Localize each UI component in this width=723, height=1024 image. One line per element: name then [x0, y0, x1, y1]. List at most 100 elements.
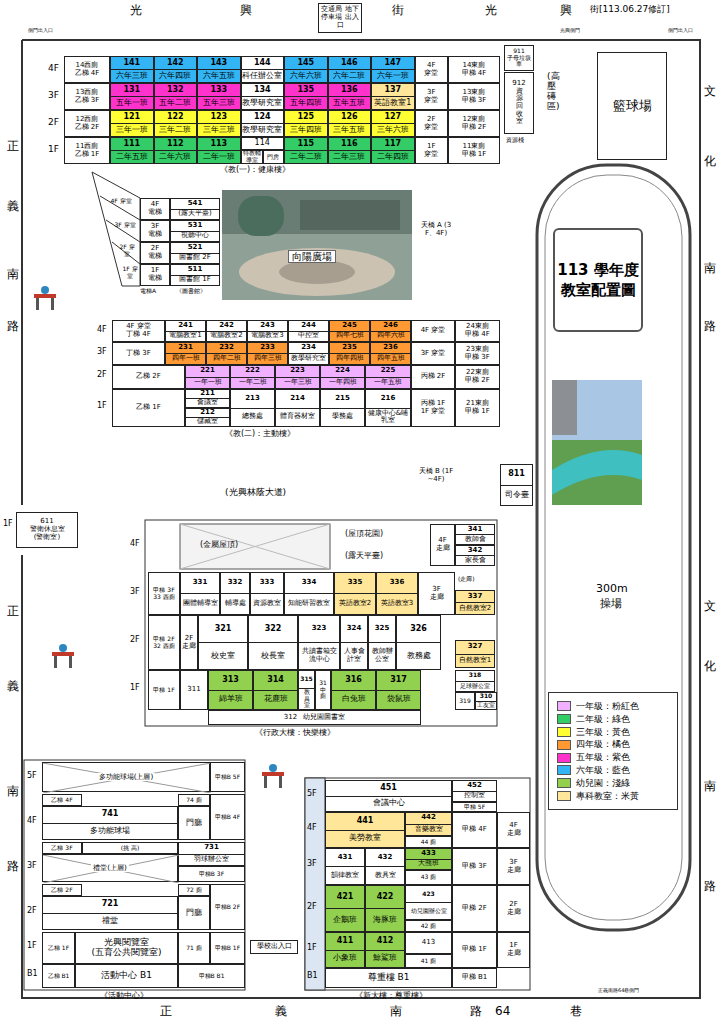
- room-label: 穿堂: [424, 97, 438, 105]
- area-box: 11西廁乙梯 1F: [64, 137, 110, 164]
- map-label: 義: [7, 680, 19, 693]
- map-label: 正: [7, 140, 19, 153]
- room-box: 721禮堂: [42, 896, 178, 930]
- room-number: 133: [198, 84, 240, 97]
- area-box: 2F走廊: [180, 615, 198, 670]
- map-label: 3F: [307, 860, 317, 869]
- map-label: 2F 穿堂: [117, 244, 137, 257]
- room-box: 241電腦教室1: [165, 320, 206, 342]
- area-box: 43 廁: [405, 870, 452, 885]
- room-number: 231: [166, 343, 205, 354]
- area-box: 3F電梯: [140, 220, 170, 242]
- map-label: 光: [485, 4, 497, 17]
- room-number: 242: [207, 321, 246, 332]
- room-number: 4F: [509, 822, 517, 830]
- room-number: 24東廁: [466, 323, 489, 331]
- room-number: 741: [43, 807, 177, 824]
- legend-swatch: [557, 740, 571, 750]
- room-box: 144科任辦公室: [241, 56, 285, 83]
- room-box: 132五年二班: [154, 83, 198, 110]
- room-label: 4F 穿堂: [421, 327, 446, 335]
- legend-swatch: [557, 765, 571, 775]
- room-box: 127三年六班: [371, 110, 415, 137]
- area-box: 甲梯B B1: [178, 964, 245, 988]
- room-label: 電腦教室2: [207, 332, 246, 342]
- room-label: 教師會: [456, 535, 494, 544]
- room-number: 331: [181, 573, 219, 594]
- room-box: 242電腦教室2: [206, 320, 247, 342]
- room-label: 33 西廁: [153, 594, 175, 601]
- room-box: 122三年二班: [154, 110, 198, 137]
- room-label: 子母垃圾車: [505, 55, 533, 68]
- room-label: 六年四班: [155, 70, 197, 82]
- map-label: 向陽廣場: [288, 250, 336, 263]
- room-number: 13西廁: [76, 89, 99, 97]
- room-number: 12東廁: [463, 116, 486, 124]
- area-box: 3F走廊: [418, 572, 455, 615]
- area-box: 24東廁甲梯 4F: [455, 320, 500, 342]
- area-box: 2F走廊: [497, 885, 530, 932]
- map-label: B1: [27, 970, 38, 979]
- room-label: 教具室: [366, 867, 404, 884]
- room-label: 乙梯 3F: [51, 845, 72, 852]
- room-number: 11西廁: [76, 143, 99, 151]
- map-label: 2F: [130, 636, 140, 645]
- room-box: 213總務處: [230, 389, 275, 427]
- map-label: 側門出入口: [28, 28, 53, 34]
- room-box: 123三年三班: [197, 110, 241, 137]
- area-box: 甲梯B 3F: [178, 866, 245, 882]
- area-box: (挑 高): [82, 842, 178, 854]
- room-number: 451: [326, 781, 451, 797]
- map-label: 側門出入口: [668, 28, 693, 34]
- room-number: 甲梯 3F: [153, 587, 174, 594]
- room-box: 115二年二班: [284, 137, 328, 164]
- room-number: 116: [329, 138, 371, 151]
- room-label: 自然教室1: [456, 655, 494, 668]
- map-label: 興: [560, 4, 572, 17]
- map-label: 天橋 A (3F、4F): [416, 222, 456, 237]
- room-number: 21東廁: [466, 400, 489, 408]
- room-number: 332: [221, 573, 249, 594]
- room-box: 314花鹿班: [253, 670, 298, 710]
- room-number: 125: [285, 111, 327, 124]
- room-box: 215學務處: [320, 389, 365, 427]
- room-label: 一年五班: [366, 378, 410, 389]
- room-number: 333: [251, 573, 283, 594]
- room-label: 校長室: [249, 643, 297, 669]
- room-number: 23東廁: [466, 346, 489, 354]
- room-box: 134教學研究室: [241, 83, 285, 110]
- map-label: (高壓磚區): [547, 72, 556, 112]
- room-number: 236: [371, 343, 410, 354]
- room-label: (警衛室): [34, 534, 60, 542]
- room-number: 143: [198, 57, 240, 70]
- room-number: 321: [199, 616, 247, 643]
- room-number: 327: [456, 641, 494, 655]
- room-box: 221一年一班: [185, 365, 230, 389]
- room-label: 共讀書箱交流中心: [299, 643, 339, 669]
- room-label: 四年五班: [371, 354, 410, 364]
- area-box: 12東廁甲梯 2F: [448, 110, 500, 137]
- area-box: 甲梯 B1: [452, 968, 497, 988]
- room-box: 126三年五班: [328, 110, 372, 137]
- map-label: B1: [307, 972, 318, 981]
- room-box: 327自然教室1: [455, 640, 495, 668]
- map-label: 2F: [48, 118, 59, 128]
- room-label: 知能研習教室: [285, 594, 333, 614]
- room-label: 圖書館 2F: [171, 254, 219, 264]
- room-label: 四年四班: [330, 354, 369, 364]
- legend-swatch: [557, 714, 571, 724]
- room-label: 乙梯 1F: [136, 404, 161, 412]
- room-label: 1F 穿堂: [421, 408, 446, 416]
- room-label: 32 西廁: [153, 643, 175, 650]
- map-label: 街: [392, 4, 404, 17]
- area-box: 4F走廊: [430, 524, 455, 566]
- room-box: 316白兔班: [331, 670, 376, 710]
- legend-box: 一年級：粉紅色二年級：綠色三年級：黃色四年級：橘色五年級：紫色六年級：藍色幼兒園…: [548, 692, 678, 810]
- room-box: 112二年六班: [154, 137, 198, 164]
- room-number: 3F: [432, 586, 440, 594]
- legend-swatch: [557, 753, 571, 763]
- room-label: 丙梯 2F: [421, 373, 446, 381]
- room-number: 131: [111, 84, 153, 97]
- map-label: 1F: [48, 145, 59, 155]
- room-label: 甲梯B 3F: [199, 871, 224, 878]
